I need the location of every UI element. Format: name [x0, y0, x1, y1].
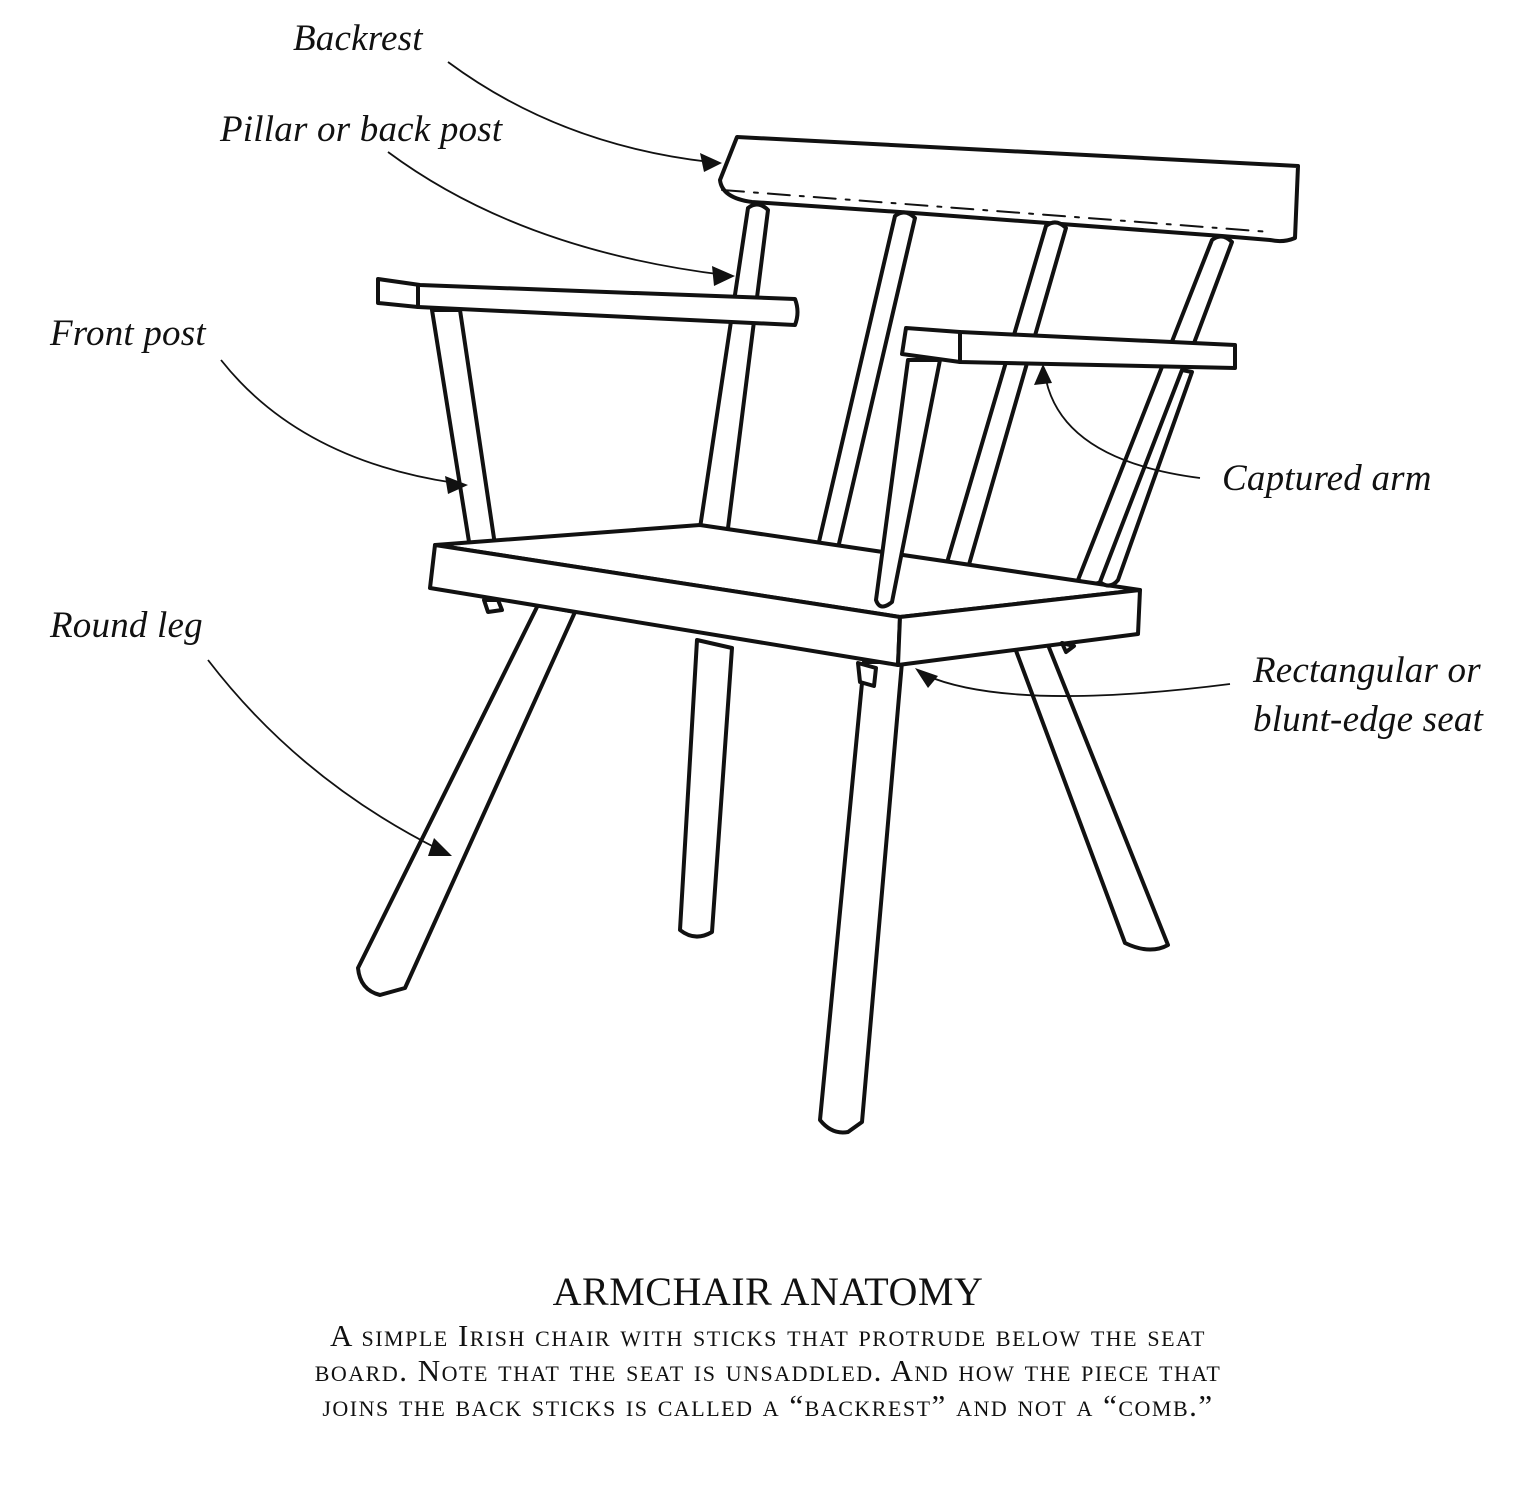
back-stick-4 [1076, 234, 1234, 586]
label-backrest: Backrest [293, 18, 423, 59]
caption-line-3: joins the back sticks is called a “backr… [322, 1388, 1214, 1423]
right-captured-arm [900, 326, 1237, 588]
caption-body: A simple Irish chair with sticks that pr… [0, 1318, 1536, 1423]
label-seat-line-2: blunt-edge seat [1253, 699, 1484, 740]
leader-captured-arm [1034, 364, 1201, 479]
back-left-leg [678, 638, 734, 939]
leader-seat [915, 668, 1231, 697]
caption-title: ARMCHAIR ANATOMY [552, 1269, 984, 1314]
label-captured-arm: Captured arm [1222, 458, 1432, 499]
right-front-post [874, 358, 942, 609]
caption-line-1: A simple Irish chair with sticks that pr… [330, 1318, 1206, 1353]
leader-backrest [447, 61, 722, 172]
leader-pillar [387, 151, 735, 286]
seat-board [428, 523, 1142, 688]
left-arm [376, 277, 800, 327]
back-stick-1-pillar [698, 202, 770, 535]
label-seat-line-1: Rectangular or [1253, 650, 1481, 691]
leader-front-post [220, 359, 468, 494]
back-right-leg [1013, 643, 1170, 952]
front-right-leg [818, 660, 904, 1135]
label-round-leg: Round leg [50, 605, 203, 646]
label-front-post: Front post [50, 313, 206, 354]
back-stick-3 [944, 220, 1068, 573]
front-left-leg [356, 603, 577, 997]
caption-line-2: board. Note that the seat is unsaddled. … [314, 1353, 1222, 1388]
left-front-post [430, 308, 497, 554]
leader-round-leg [207, 659, 452, 856]
backrest [718, 135, 1300, 244]
label-pillar-or-back-post: Pillar or back post [220, 109, 503, 150]
